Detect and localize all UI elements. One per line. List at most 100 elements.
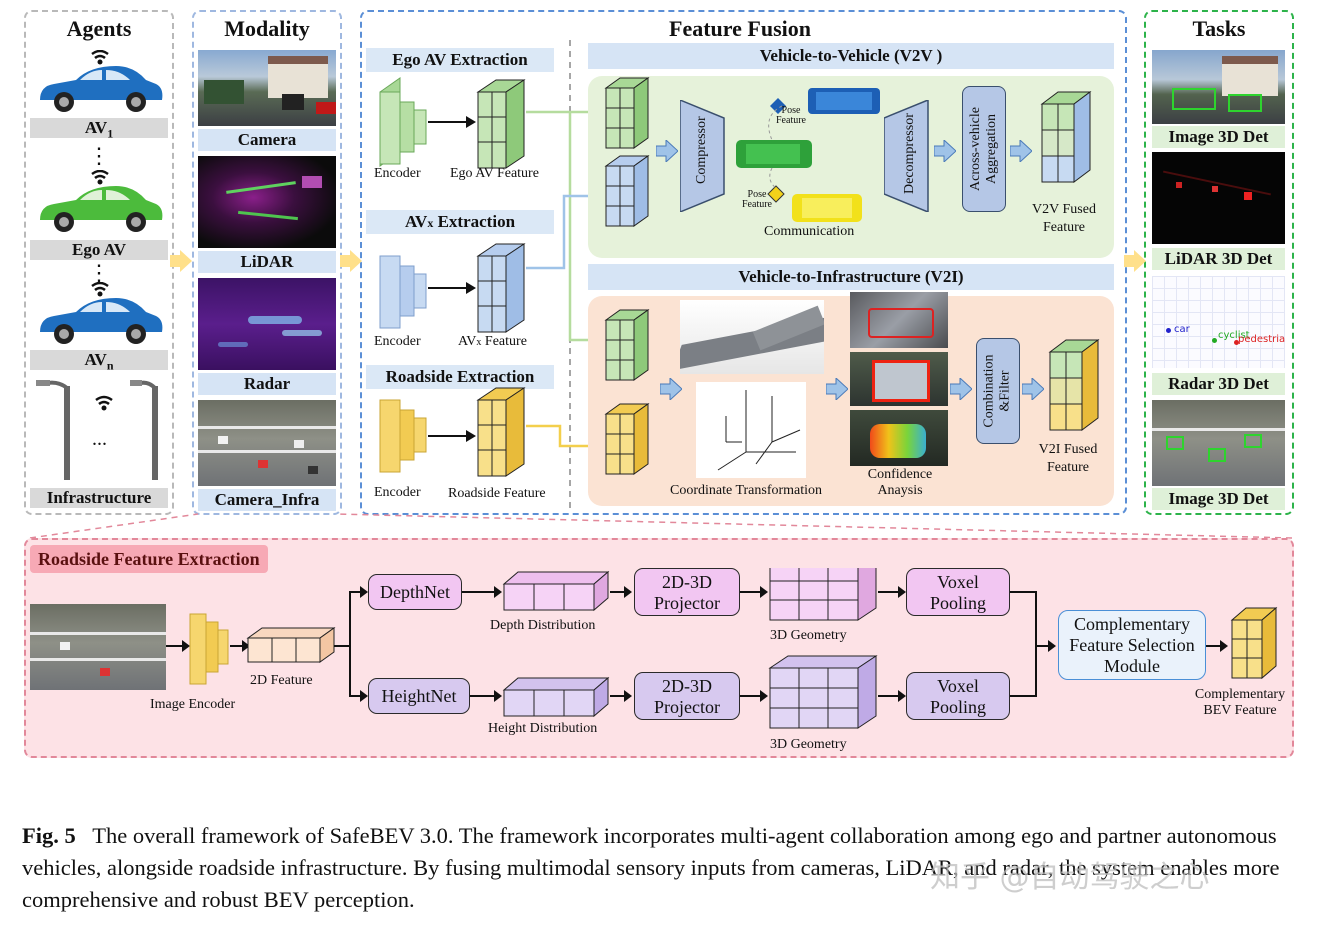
- compressor-block: [680, 100, 725, 212]
- figure-caption: Fig. 5 The overall framework of SafeBEV …: [22, 820, 1302, 916]
- combination-filter-block: Combination&Filter: [976, 338, 1020, 444]
- avx-encoder-icon: [379, 255, 427, 329]
- agent-av1-label: AV1: [30, 118, 168, 140]
- depth-distribution-label: Depth Distribution: [490, 618, 596, 633]
- avx-extraction-title: AVx Extraction: [366, 210, 554, 234]
- geometry-label-2: 3D Geometry: [770, 737, 847, 752]
- modality-lidar-label: LiDAR: [198, 251, 336, 273]
- v2v-fused-cube-icon: [1040, 91, 1092, 183]
- modality-camera-label: Camera: [198, 129, 336, 151]
- modality-radar-label: Radar: [198, 373, 336, 395]
- radar-image: [198, 278, 336, 370]
- roadside-input-image: [30, 604, 166, 690]
- roadside-title: Roadside Feature Extraction: [30, 545, 268, 573]
- depthnet-block: DepthNet: [368, 574, 462, 610]
- arrow-agents-to-modality: [170, 250, 192, 272]
- v2v-arrow-1: [656, 140, 678, 162]
- roadside-encoder-icon: [379, 399, 427, 473]
- agents-ellipsis-1: ⋮: [88, 143, 110, 168]
- confidence-label: Confidence Anaysis: [867, 467, 933, 498]
- bev-feature-cube: [1230, 606, 1278, 680]
- modality-header: Modality: [224, 16, 310, 41]
- decompressor-block: [884, 100, 929, 212]
- task-label-3: Radar 3D Det: [1152, 373, 1285, 395]
- fusion-header: Feature Fusion: [669, 16, 811, 41]
- roadside-extraction-title: Roadside Extraction: [366, 365, 554, 389]
- street-lights-icon: [36, 380, 158, 480]
- lidar-image: [198, 156, 336, 248]
- image-encoder-label: Image Encoder: [150, 697, 236, 712]
- avx-feature-label: AVx Feature: [458, 334, 527, 349]
- car-av1-icon: [40, 50, 163, 112]
- compressor-label: Compressor: [694, 116, 709, 184]
- v2v-arrow-2: [934, 140, 956, 162]
- task-label-4: Image 3D Det: [1152, 488, 1285, 510]
- v2i-input-cubes: [604, 309, 650, 475]
- arrow-modality-to-fusion: [340, 250, 362, 272]
- task-image-det-1: [1152, 50, 1285, 124]
- communication-label: Communication: [764, 224, 855, 239]
- geometry-cube-1: [769, 568, 877, 621]
- camera-infra-image: [198, 400, 336, 486]
- v2v-input-cubes: [604, 77, 650, 227]
- agent-avn-label: AVn: [30, 350, 168, 372]
- task-image-det-2: [1152, 400, 1285, 486]
- v2i-title: Vehicle-to-Infrastructure (V2I): [588, 264, 1114, 290]
- radar-label-car: car: [1174, 324, 1190, 335]
- v2v-title: Vehicle-to-Vehicle (V2V ): [588, 43, 1114, 69]
- communication-graphic: [736, 88, 880, 222]
- confidence-image-3: [850, 410, 948, 466]
- roadside-encoder-label: Encoder: [374, 485, 421, 500]
- car-ego-icon: [40, 170, 163, 232]
- radar-label-pedestrian: pedestrian: [1238, 334, 1285, 345]
- infra-ellipsis: ...: [92, 428, 107, 450]
- caption-text: The overall framework of SafeBEV 3.0. Th…: [22, 823, 1280, 912]
- roadside-flow-graphics: [166, 568, 1278, 729]
- confidence-image-2: [850, 352, 948, 406]
- height-distribution-cube: [502, 676, 610, 718]
- v2i-arrow-4: [1022, 378, 1044, 400]
- ego-encoder-label: Encoder: [374, 166, 421, 181]
- roadside-feature-label: Roadside Feature: [448, 486, 546, 501]
- decompressor-label: Decompressor: [902, 113, 917, 194]
- radar-label-cyclist: cyclist: [1218, 330, 1250, 341]
- agents-header: Agents: [66, 16, 132, 41]
- geometry-cube-2: [768, 655, 878, 729]
- v2i-arrow-3: [950, 378, 972, 400]
- tasks-panel: [1144, 10, 1294, 515]
- ego-feature-cube-icon: [476, 79, 526, 169]
- avx-encoder-label: Encoder: [374, 334, 421, 349]
- modality-camera-infra-label: Camera_Infra: [198, 489, 336, 511]
- ego-encoder-icon: [379, 77, 427, 167]
- caption-label: Fig. 5: [22, 823, 76, 848]
- road-3d-image: [680, 300, 824, 374]
- camera-image: [198, 50, 336, 126]
- feature-2d-label: 2D Feature: [250, 673, 313, 688]
- image-encoder-icon: [189, 613, 229, 685]
- heightnet-block: HeightNet: [368, 678, 470, 714]
- task-label-2: LiDAR 3D Det: [1152, 248, 1285, 270]
- v2i-fused-cube-icon: [1048, 339, 1100, 431]
- task-label-1: Image 3D Det: [1152, 126, 1285, 148]
- task-image-radar: car cyclist pedestrian: [1152, 276, 1285, 368]
- geometry-label-1: 3D Geometry: [770, 628, 847, 643]
- agent-infrastructure-label: Infrastructure: [30, 488, 168, 508]
- zoom-lines: [29, 513, 1293, 539]
- arrow-fusion-to-tasks: [1124, 250, 1146, 272]
- agents-ellipsis-2: ⋮: [88, 260, 110, 285]
- coordinate-transformation-label: Coordinate Transformation: [670, 483, 823, 498]
- bev-feature-label: Complementary BEV Feature: [1194, 687, 1286, 718]
- v2i-fused-label: V2I Fused Feature: [1038, 442, 1098, 475]
- v2v-arrow-3: [1010, 140, 1032, 162]
- v2v-fused-label: V2V Fused Feature: [1032, 202, 1096, 235]
- task-image-lidar: [1152, 152, 1285, 244]
